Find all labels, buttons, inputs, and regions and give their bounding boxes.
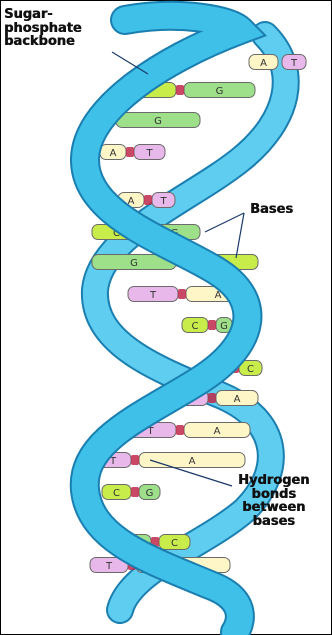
pointer-bases-1 [205, 213, 244, 232]
base-left-letter: C [113, 488, 120, 499]
hydrogen-bond [178, 289, 186, 299]
base-left-letter: A [110, 148, 117, 159]
base-right-letter: A [214, 426, 221, 437]
base-left-letter: G [130, 258, 138, 269]
base-right-letter: C [171, 538, 178, 549]
base-right-letter: A [189, 456, 196, 467]
base-right-letter: G [216, 86, 224, 97]
hydrogen-bond [176, 85, 184, 95]
base-left-letter: T [149, 290, 157, 301]
base-right-letter: G [220, 321, 228, 332]
base-right-letter: T [145, 148, 153, 159]
base-left-letter: C [192, 321, 199, 332]
pointer-bases-2 [236, 213, 244, 258]
hydrogen-bond [131, 487, 139, 497]
base-right-letter: A [260, 58, 267, 69]
hydrogen-bond [126, 147, 134, 157]
hydrogen-bond [208, 393, 216, 403]
base-left-letter: T [105, 561, 113, 572]
hydrogen-bond [144, 195, 152, 205]
label-sugar-phosphate-backbone: Sugar- phosphate backbone [4, 8, 82, 49]
base-extra-letter: T [290, 58, 298, 69]
base-right-letter: C [247, 364, 254, 375]
base-right-letter: A [234, 394, 241, 405]
hydrogen-bond [176, 425, 184, 435]
base-right-letter: T [159, 196, 167, 207]
hydrogen-bond [131, 455, 139, 465]
base-right-letter: G [154, 116, 162, 127]
hydrogen-bond [208, 320, 216, 330]
base-right-letter: G [146, 488, 154, 499]
label-bases: Bases [250, 203, 293, 217]
label-hydrogen-bonds: Hydrogen bonds between bases [238, 474, 309, 529]
